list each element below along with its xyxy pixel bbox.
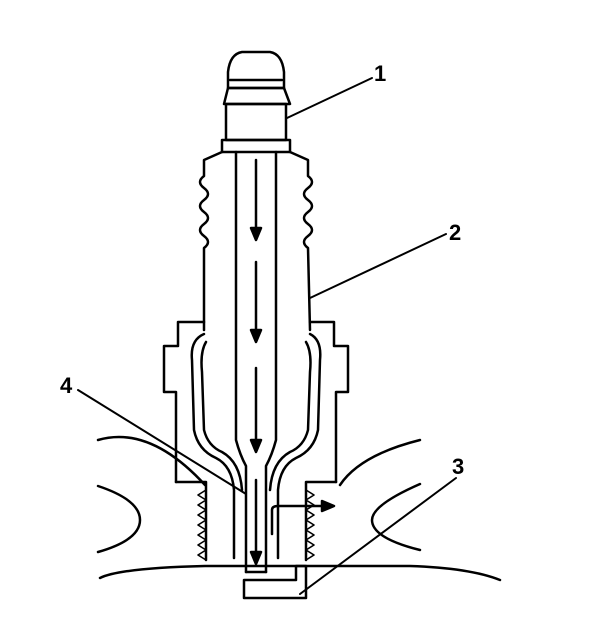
callout-3: 3 [452,454,465,479]
threads [197,489,315,561]
cylinder-head-outline [96,435,502,582]
insulator [198,150,314,332]
heat-flow-arrows [249,158,336,566]
terminal-nut [220,50,292,154]
ground-electrode [242,564,308,600]
callout-4: 4 [60,373,73,398]
metal-shell [162,320,350,562]
center-electrode [234,150,278,574]
callout-2: 2 [449,220,462,245]
leader-lines [77,77,457,595]
callout-1: 1 [374,61,387,86]
